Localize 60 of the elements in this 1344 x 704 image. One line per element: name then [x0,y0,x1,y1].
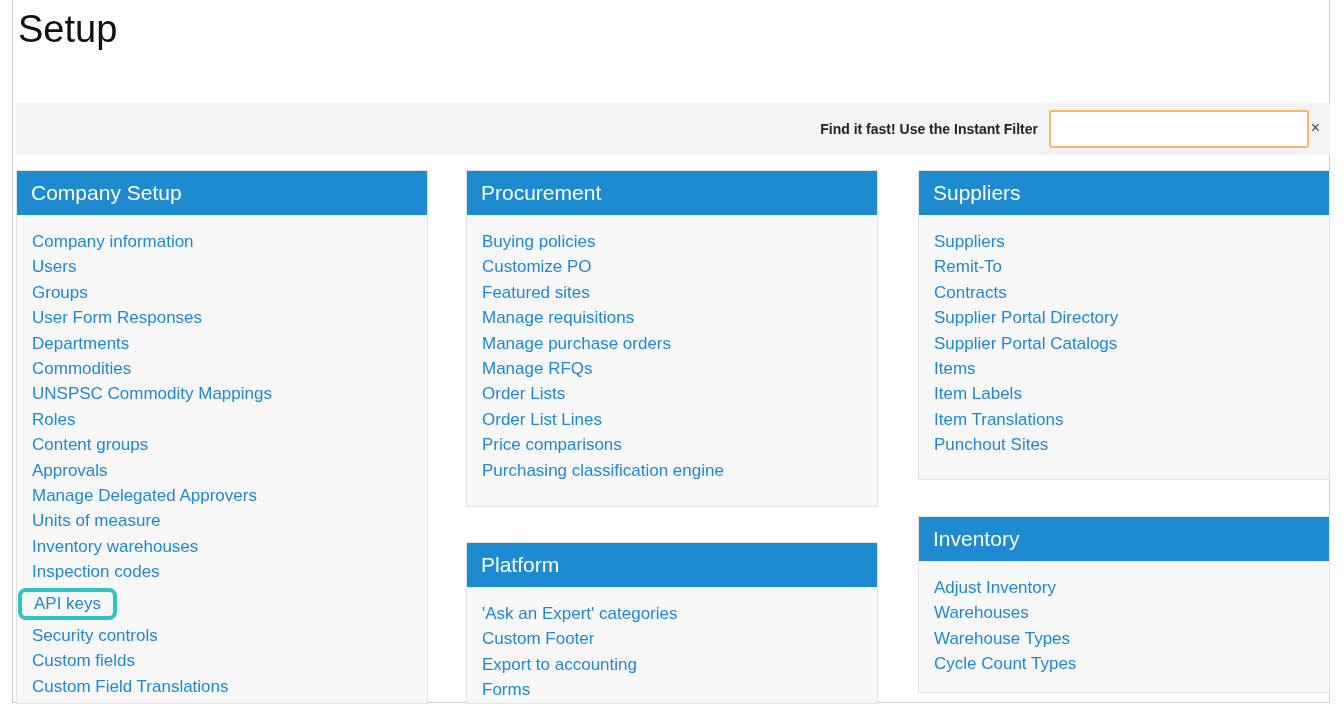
settings-link: Manage purchase orders [482,332,671,355]
settings-link: Warehouse Types [934,627,1071,650]
settings-link: Warehouses [934,602,1029,625]
settings-link: Supplier Portal Directory [934,307,1119,330]
settings-link: Remit-To [934,256,1002,279]
page-title: Setup [18,8,118,51]
settings-panel [16,170,428,704]
settings-panel [466,542,878,704]
settings-link: Roles [32,408,76,431]
settings-link: UNSPSC Commodity Mappings [32,383,272,406]
filter-bar [16,103,1330,155]
settings-link: Forms [482,679,531,702]
settings-link: Inspection codes [32,561,160,584]
settings-panel [918,170,1330,480]
settings-link: Units of measure [32,510,161,533]
panel-header: Platform [467,543,877,587]
close-icon: × [1310,119,1320,137]
settings-panel [918,516,1330,693]
settings-link: Cycle Count Types [934,653,1077,676]
settings-link: Manage Delegated Approvers [32,485,257,508]
settings-link: Item Translations [934,408,1064,431]
settings-link: Suppliers [934,231,1005,253]
settings-link: Company information [32,231,194,253]
settings-link: Adjust Inventory [934,577,1056,599]
settings-link: Custom Field Translations [32,675,229,698]
settings-link: User Form Responses [32,307,203,330]
settings-link: Custom fields [32,650,135,673]
settings-link: Order List Lines [482,408,602,431]
settings-link: Commodities [32,358,132,381]
settings-link: Export to accounting [482,653,637,676]
settings-link: Customize PO [482,256,592,279]
settings-link: Punchout Sites [934,434,1049,457]
settings-link: Featured sites [482,281,590,304]
filter-label: Find it fast! Use the Instant Filter [820,121,1038,137]
settings-link: Buying policies [482,231,596,253]
panel-header: Procurement [467,171,877,215]
settings-link: Purchasing classification engine [482,459,724,482]
settings-link: Manage RFQs [482,358,593,381]
settings-link: Items [934,358,976,381]
settings-link: 'Ask an Expert' categories [482,603,678,625]
settings-link: Users [32,256,77,279]
filter-input-field [1049,110,1309,148]
panel-header: Suppliers [919,171,1329,215]
settings-link: Price comparisons [482,434,622,457]
panel-header: Company Setup [17,171,427,215]
settings-link: Custom Footer [482,628,595,651]
settings-link: Supplier Portal Catalogs [934,332,1118,355]
settings-panel [466,170,878,507]
settings-link: Item Labels [934,383,1022,406]
settings-link: Contracts [934,281,1007,304]
panel-header: Inventory [919,517,1329,561]
settings-link: Order Lists [482,383,566,406]
highlighted-link: API keys [18,587,118,620]
settings-link: Manage requisitions [482,307,635,330]
settings-link: Groups [32,281,88,304]
settings-link: Departments [32,332,130,355]
settings-link: Content groups [32,434,149,457]
settings-link: Security controls [32,624,158,647]
settings-link: Inventory warehouses [32,535,199,558]
settings-link: Approvals [32,459,108,482]
